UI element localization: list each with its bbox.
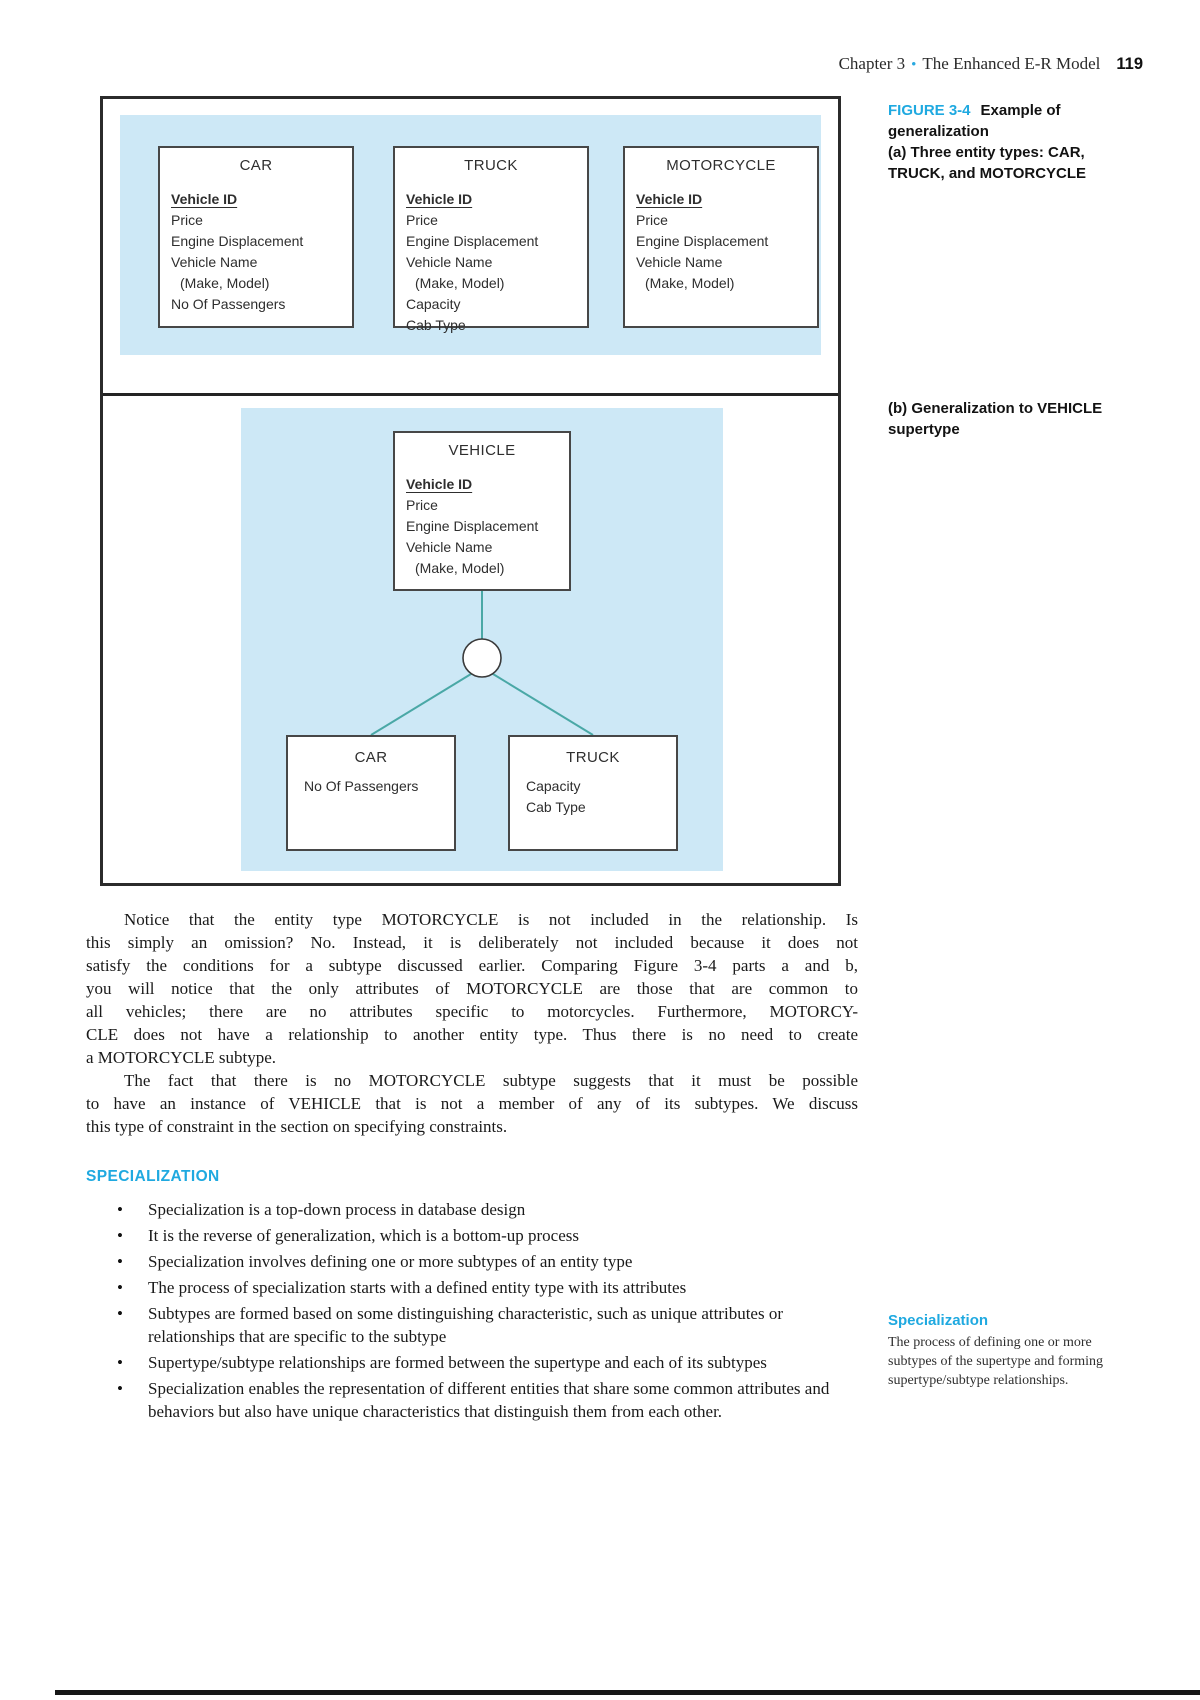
entity-attribute: Vehicle Name <box>171 254 258 270</box>
entity-box-truck: TRUCK Vehicle ID Price Engine Displaceme… <box>393 146 589 333</box>
entity-attribute: Capacity <box>526 778 581 794</box>
paragraph-line: satisfy the conditions for a subtype dis… <box>86 956 858 975</box>
paragraph-line: you will notice that the only attributes… <box>86 979 858 998</box>
entity-attribute: (Make, Model) <box>415 275 505 291</box>
entity-box-vehicle-supertype: VEHICLE Vehicle ID Price Engine Displace… <box>393 431 571 591</box>
paragraph-line: CLE does not have a relationship to anot… <box>86 1025 858 1044</box>
entity-attribute: No Of Passengers <box>304 778 419 794</box>
entity-key-attribute: Vehicle ID <box>406 191 473 207</box>
chapter-label: Chapter 3 <box>838 54 906 73</box>
figure-caption-part-b: (b) Generalization to VEHICLE supertype <box>888 400 1103 438</box>
bullet-item: Specialization involves defining one or … <box>117 1250 840 1273</box>
entity-attribute: Engine Displacement <box>636 233 769 249</box>
figure-caption-label: FIGURE 3-4 <box>888 102 971 119</box>
entity-attributes: Vehicle ID Price Engine Displacement Veh… <box>625 174 817 294</box>
entity-attribute: Cab Type <box>406 317 466 333</box>
entity-attributes: Capacity Cab Type <box>510 766 676 818</box>
bullet-item: The process of specialization starts wit… <box>117 1276 840 1299</box>
bullet-item: Supertype/subtype relationships are form… <box>117 1351 840 1374</box>
entity-title: TRUCK <box>464 157 518 174</box>
entity-title: CAR <box>354 749 388 766</box>
paragraph-line: The fact that there is no MOTORCYCLE sub… <box>124 1071 858 1090</box>
entity-attribute: Price <box>636 212 668 228</box>
figure-caption-title: Example of generalization <box>888 102 1061 140</box>
figure-3-4-frame: CAR Vehicle ID Price Engine Displacement… <box>100 96 841 886</box>
figure-part-b-panel: VEHICLE Vehicle ID Price Engine Displace… <box>241 408 723 871</box>
paragraph-1: Notice that the entity type MOTORCYCLE i… <box>86 908 858 1069</box>
entity-attribute: Vehicle Name <box>636 254 723 270</box>
margin-definition-note: Specialization The process of defining o… <box>888 1312 1126 1390</box>
entity-attributes: Vehicle ID Price Engine Displacement Veh… <box>395 459 569 579</box>
entity-attribute: Price <box>171 212 203 228</box>
paragraph-line: a MOTORCYCLE subtype. <box>86 1048 276 1067</box>
entity-title: TRUCK <box>566 749 620 766</box>
entity-attribute: Price <box>406 497 438 513</box>
paragraph-line: this simply an omission? No. Instead, it… <box>86 933 858 952</box>
section-heading-specialization: SPECIALIZATION <box>86 1168 220 1185</box>
paragraph-line: all vehicles; there are no attributes sp… <box>86 1002 858 1021</box>
entity-attribute: Engine Displacement <box>406 233 539 249</box>
connector-line <box>492 673 594 736</box>
running-head: Chapter 3 • The Enhanced E-R Model 119 <box>839 54 1143 74</box>
header-bullet-separator: • <box>911 57 917 73</box>
entity-title: CAR <box>239 157 273 174</box>
entity-attribute: Vehicle Name <box>406 539 493 555</box>
entity-box-truck-subtype: TRUCK Capacity Cab Type <box>508 735 678 851</box>
bullet-item: It is the reverse of generalization, whi… <box>117 1224 840 1247</box>
entity-attributes: Vehicle ID Price Engine Displacement Veh… <box>395 174 587 336</box>
entity-attributes: No Of Passengers <box>288 766 454 797</box>
bullet-item: Specialization is a top-down process in … <box>117 1198 840 1221</box>
entity-attribute: Vehicle Name <box>406 254 493 270</box>
generalization-circle-connector <box>462 638 502 678</box>
entity-attribute: (Make, Model) <box>645 275 735 291</box>
entity-attribute: (Make, Model) <box>180 275 270 291</box>
entity-title: VEHICLE <box>448 442 516 459</box>
entity-attribute: Price <box>406 212 438 228</box>
entity-attribute: No Of Passengers <box>171 296 286 312</box>
entity-attribute: Capacity <box>406 296 461 312</box>
paragraph-line: to have an instance of VEHICLE that is n… <box>86 1094 858 1113</box>
definition-text: The process of defining one or more subt… <box>888 1335 1104 1388</box>
chapter-title: The Enhanced E-R Model <box>922 54 1101 73</box>
entity-key-attribute: Vehicle ID <box>406 476 473 492</box>
figure-part-divider <box>103 393 838 396</box>
bullet-item: Specialization enables the representatio… <box>117 1377 840 1423</box>
entity-box-motorcycle: MOTORCYCLE Vehicle ID Price Engine Displ… <box>623 146 819 328</box>
figure-part-a-panel: CAR Vehicle ID Price Engine Displacement… <box>120 115 821 355</box>
paragraph-line: this type of constraint in the section o… <box>86 1117 508 1136</box>
entity-attribute: Cab Type <box>526 799 586 815</box>
entity-box-car-subtype: CAR No Of Passengers <box>286 735 456 851</box>
page-bottom-rule <box>55 1690 1200 1695</box>
body-text-column: Notice that the entity type MOTORCYCLE i… <box>86 908 858 1426</box>
figure-caption-part-a: (a) Three entity types: CAR, TRUCK, and … <box>888 144 1087 182</box>
entity-attribute: Engine Displacement <box>406 518 539 534</box>
entity-key-attribute: Vehicle ID <box>171 191 238 207</box>
entity-attribute: (Make, Model) <box>415 560 505 576</box>
entity-attributes: Vehicle ID Price Engine Displacement Veh… <box>160 174 352 315</box>
specialization-bullet-list: Specialization is a top-down process in … <box>86 1198 858 1423</box>
paragraph-line: Notice that the entity type MOTORCYCLE i… <box>124 910 858 929</box>
page-number: 119 <box>1116 55 1143 73</box>
entity-title: MOTORCYCLE <box>666 157 776 174</box>
bullet-item: Subtypes are formed based on some distin… <box>117 1302 840 1348</box>
definition-term: Specialization <box>888 1312 989 1329</box>
entity-box-car: CAR Vehicle ID Price Engine Displacement… <box>158 146 354 328</box>
generalization-connectors <box>370 591 594 736</box>
entity-attribute: Engine Displacement <box>171 233 304 249</box>
connector-line <box>370 673 472 736</box>
paragraph-2: The fact that there is no MOTORCYCLE sub… <box>86 1069 858 1138</box>
entity-key-attribute: Vehicle ID <box>636 191 703 207</box>
